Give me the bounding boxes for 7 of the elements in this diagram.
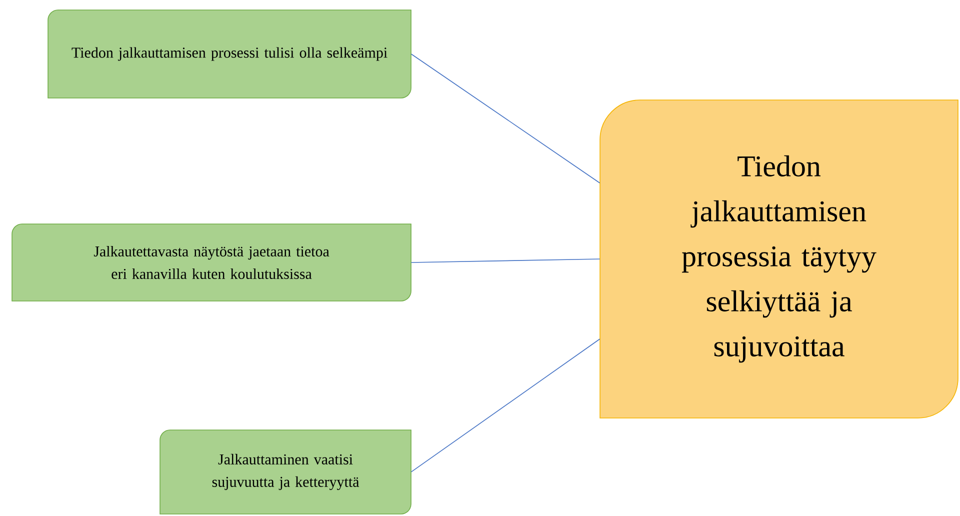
connector-line xyxy=(410,258,600,263)
connector-line xyxy=(410,338,600,472)
conclusion-box: Tiedon jalkauttamisen prosessia täytyy selkiyttää ja sujuvoittaa xyxy=(600,100,958,418)
statement-box: Tiedon jalkauttamisen prosessi tulisi olla selkeämpi xyxy=(48,10,412,98)
connector-line xyxy=(410,54,600,184)
statement-box: Jalkauttaminen vaatisi sujuvuutta ja ketteryyttä xyxy=(160,430,412,514)
statement-box: Jalkautettavasta näytöstä jaetaan tietoa eri kanavilla kuten koulutuksissa xyxy=(12,224,412,302)
